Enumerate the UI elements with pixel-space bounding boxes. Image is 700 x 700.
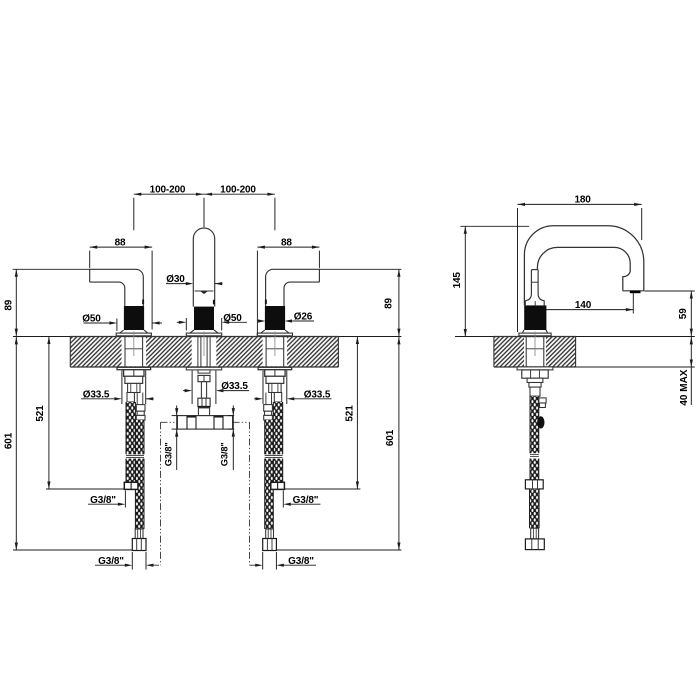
svg-text:Ø50: Ø50 [82, 314, 101, 325]
svg-text:G3/8": G3/8" [288, 556, 314, 567]
svg-text:59: 59 [678, 308, 689, 319]
svg-text:Ø33.5: Ø33.5 [83, 389, 110, 400]
svg-text:Ø30: Ø30 [166, 274, 185, 285]
svg-text:521: 521 [345, 405, 356, 422]
svg-text:Ø50: Ø50 [223, 313, 242, 324]
svg-text:145: 145 [452, 272, 463, 289]
svg-text:88: 88 [115, 237, 126, 248]
svg-text:Ø33.5: Ø33.5 [304, 389, 331, 400]
svg-text:G3/8": G3/8" [90, 495, 116, 506]
svg-text:521: 521 [35, 405, 46, 422]
svg-text:601: 601 [4, 432, 15, 449]
svg-text:100-200: 100-200 [220, 185, 256, 196]
svg-text:G3/8": G3/8" [220, 442, 230, 466]
svg-text:G3/8": G3/8" [163, 442, 173, 466]
svg-text:G3/8": G3/8" [293, 495, 319, 506]
svg-text:89: 89 [383, 298, 394, 309]
svg-text:Ø26: Ø26 [294, 311, 313, 322]
svg-text:G3/8": G3/8" [98, 556, 124, 567]
svg-text:601: 601 [385, 429, 396, 446]
svg-text:89: 89 [3, 299, 14, 310]
svg-text:180: 180 [574, 195, 591, 206]
svg-text:Ø33.5: Ø33.5 [221, 381, 248, 392]
svg-text:100-200: 100-200 [150, 185, 186, 196]
svg-text:140: 140 [575, 300, 592, 311]
svg-text:88: 88 [281, 237, 292, 248]
svg-text:40 MAX: 40 MAX [679, 369, 690, 405]
